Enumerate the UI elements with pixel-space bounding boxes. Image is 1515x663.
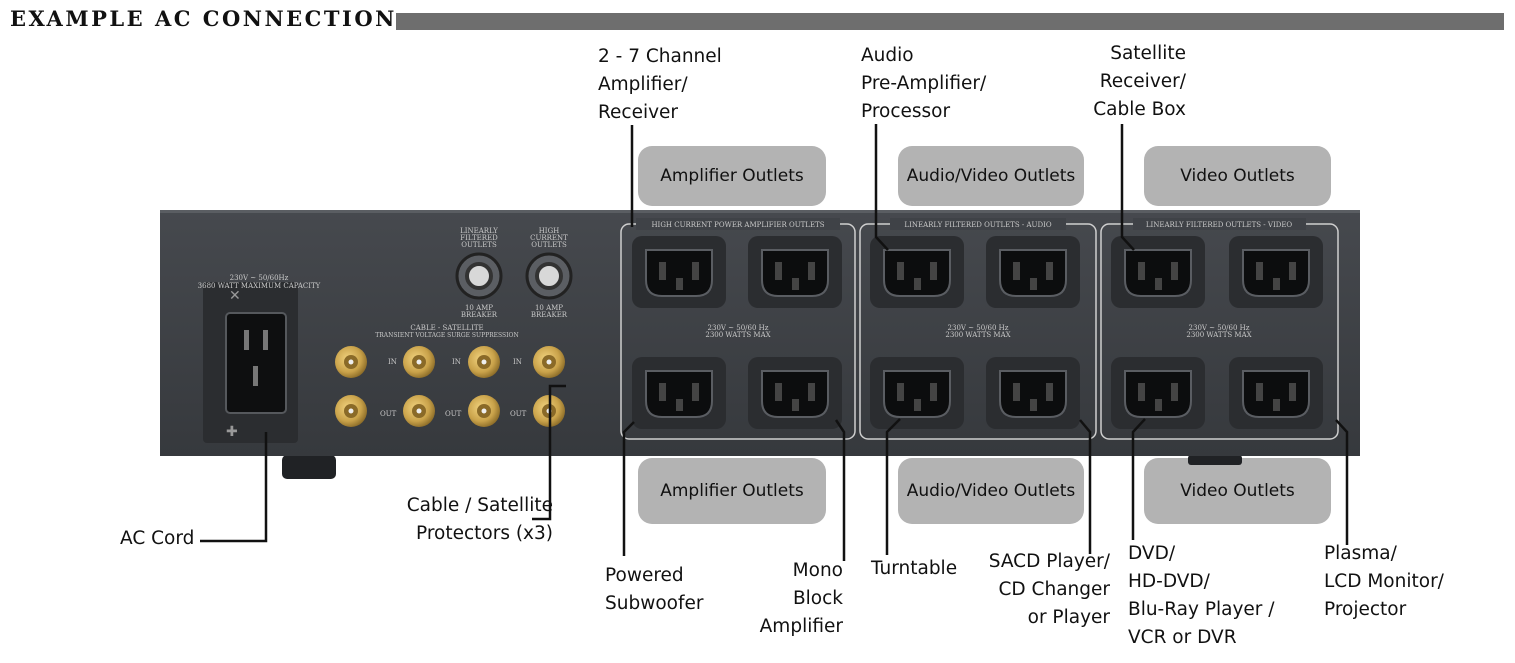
leader-mono-block xyxy=(834,419,846,561)
callout-plasma: Plasma/LCD Monitor/Projector xyxy=(1324,543,1444,620)
coax-connectors xyxy=(335,346,565,427)
leader-cable-protectors xyxy=(532,384,566,521)
callout-leader-lines xyxy=(200,124,1349,561)
tvss-label: TRANSIENT VOLTAGE SURGE SUPPRESSION xyxy=(375,332,518,339)
leader-turntable xyxy=(885,418,901,555)
out-label: OUT xyxy=(510,410,527,418)
diagram-title: EXAMPLE AC CONNECTION xyxy=(10,6,397,31)
leader-sacd xyxy=(1079,419,1092,554)
zone-video-top: Video Outlets xyxy=(1144,146,1331,206)
group-video-label: LINEARLY FILTERED OUTLETS - VIDEO xyxy=(1146,221,1293,229)
leader-subwoofer xyxy=(622,421,635,556)
leader-preamp xyxy=(874,124,889,251)
callout-ac-cord: AC Cord xyxy=(120,528,195,549)
title-rule xyxy=(396,13,1504,30)
iec-outlets xyxy=(632,236,1323,429)
callout-dvd: DVD/HD-DVD/Blu-Ray Player /VCR or DVR xyxy=(1128,543,1275,648)
iec-inlet xyxy=(225,312,287,414)
zone-av-bottom: Audio/Video Outlets xyxy=(898,458,1084,524)
rubber-foot xyxy=(1188,455,1242,465)
group-amp-label: HIGH CURRENT POWER AMPLIFIER OUTLETS xyxy=(651,221,824,229)
out-label: OUT xyxy=(445,410,462,418)
zone-amplifier-bottom: Amplifier Outlets xyxy=(638,458,826,524)
leader-ac-cord xyxy=(200,432,268,543)
leader-dvd xyxy=(1131,418,1146,540)
in-label: IN xyxy=(452,358,461,366)
cable-sat-label: CABLE - SATELLITE xyxy=(410,324,483,332)
group-audio-label: LINEARLY FILTERED OUTLETS - AUDIO xyxy=(904,221,1051,229)
zone-video-bottom: Video Outlets xyxy=(1144,458,1331,524)
zone-amplifier-top: Amplifier Outlets xyxy=(638,146,826,206)
in-label: IN xyxy=(513,358,522,366)
rubber-foot xyxy=(282,455,336,479)
screw-icon: ✕ xyxy=(229,288,241,304)
screw-icon: ✚ xyxy=(226,424,238,440)
leader-satellite xyxy=(1120,124,1135,251)
out-label: OUT xyxy=(380,410,397,418)
zone-av-top: Audio/Video Outlets xyxy=(898,146,1084,206)
leader-plasma xyxy=(1335,419,1349,545)
in-label: IN xyxy=(388,358,397,366)
callout-turntable: Turntable xyxy=(871,558,958,579)
